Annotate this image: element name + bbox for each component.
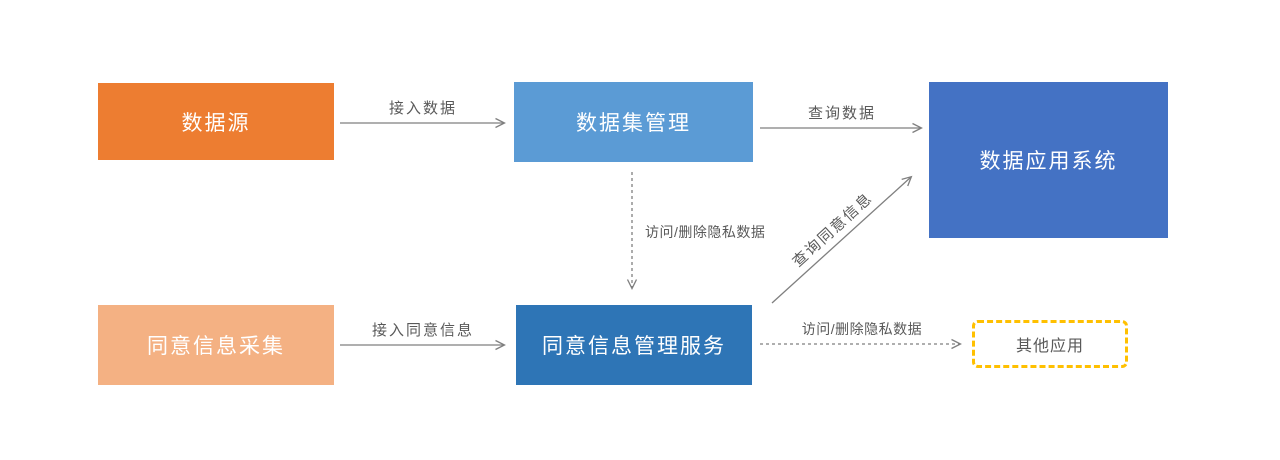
node-other-applications-label: 其他应用 bbox=[1015, 338, 1084, 355]
edge-label-access-delete-down: 访问/删除隐私数据 bbox=[645, 224, 765, 240]
edge-label-access-data: 接入数据 bbox=[389, 100, 457, 117]
node-consent-collection-label: 同意信息采集 bbox=[147, 335, 285, 358]
node-data-application-system-label: 数据应用系统 bbox=[979, 150, 1118, 173]
node-data-source: 数据源 bbox=[98, 83, 334, 160]
edge-label-access-consent-info: 接入同意信息 bbox=[372, 321, 474, 339]
node-dataset-management: 数据集管理 bbox=[514, 82, 753, 162]
edge-label-query-data: 查询数据 bbox=[808, 105, 876, 122]
node-consent-management-service-label: 同意信息管理服务 bbox=[542, 335, 726, 358]
node-consent-management-service: 同意信息管理服务 bbox=[516, 305, 752, 385]
node-other-applications: 其他应用 bbox=[972, 320, 1128, 368]
edge-query-consent-info bbox=[771, 175, 913, 304]
edge-label-query-consent-info: 查询同意信息 bbox=[789, 189, 877, 271]
node-consent-collection: 同意信息采集 bbox=[98, 305, 334, 385]
edge-label-access-delete-right: 访问/删除隐私数据 bbox=[802, 321, 922, 337]
node-data-application-system: 数据应用系统 bbox=[929, 82, 1168, 238]
node-data-source-label: 数据源 bbox=[181, 111, 251, 135]
node-dataset-management-label: 数据集管理 bbox=[576, 112, 691, 135]
